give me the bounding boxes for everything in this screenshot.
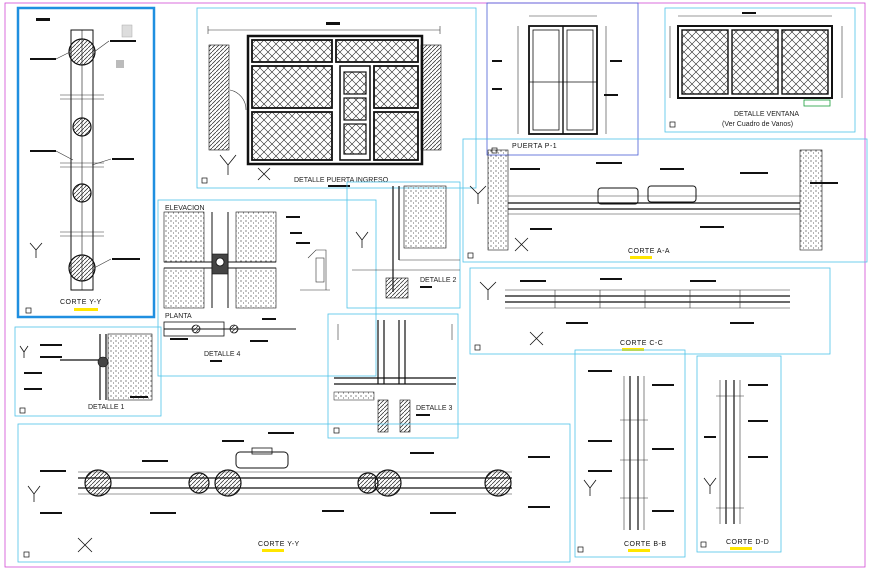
panel-frame [327, 313, 459, 439]
title-underline [628, 549, 650, 552]
panel-title: DETALLE 2 [420, 277, 457, 284]
panel-frame [16, 6, 156, 319]
panel-title: ELEVACION [165, 205, 205, 212]
panel-frame [696, 355, 782, 553]
panel-title: CORTE C-C [620, 340, 663, 347]
panel-title: DETALLE VENTANA [734, 111, 799, 118]
panel-frame [574, 349, 686, 558]
pipe-section [84, 469, 512, 497]
panel-title: DETALLE 3 [416, 405, 453, 412]
annotation-marks [30, 18, 140, 260]
panel-title: CORTE D-D [726, 539, 769, 546]
panel-title: CORTE B-B [624, 541, 667, 548]
panel-detalle-puerta-ingreso: DETALLE PUERTA INGRESO [196, 7, 477, 189]
panel-title: DETALLE 1 [88, 404, 125, 411]
panel-frame [17, 423, 571, 563]
pipe-section [68, 38, 96, 282]
title-underline [74, 308, 98, 311]
panel-title: DETALLE PUERTA INGRESO [294, 177, 389, 184]
panel-corte-a-a: CORTE A-A [462, 138, 868, 263]
panel-elevacion-planta: ELEVACION PLANTA DETALLE 4 [157, 199, 377, 377]
door-mesh-panels [251, 39, 419, 161]
window-mesh-panels [681, 29, 829, 95]
panel-corte-b-b: CORTE B-B [574, 349, 686, 558]
panel-detalle-ventana: DETALLE VENTANA (Ver Cuadro de Vanos) [664, 7, 856, 133]
panel-puerta-p1: PUERTA P-1 [486, 2, 639, 156]
panel-detalle-2: DETALLE 2 [346, 181, 461, 309]
panel-frame [664, 7, 856, 133]
panel-frame [486, 2, 639, 156]
detail-label: DETALLE 4 [204, 351, 241, 358]
panel-subtitle: PLANTA [165, 313, 192, 320]
title-underline [622, 348, 644, 351]
panel-title: CORTE Y-Y [60, 299, 102, 306]
title-underline [630, 256, 652, 259]
panel-title: CORTE A-A [628, 248, 670, 255]
panel-frame [14, 326, 162, 417]
panel-frame [346, 181, 461, 309]
panel-title: CORTE Y-Y [258, 541, 300, 548]
panel-corte-y-y-vertical: CORTE Y-Y [16, 6, 156, 319]
panel-detalle-3: DETALLE 3 [327, 313, 459, 439]
panel-frame [462, 138, 868, 263]
title-underline [262, 549, 284, 552]
panel-detalle-1: DETALLE 1 [14, 326, 162, 417]
panel-frame [157, 199, 377, 377]
panel-title: PUERTA P-1 [512, 143, 557, 150]
panel-corte-y-y-horizontal: CORTE Y-Y [17, 423, 571, 563]
panel-corte-d-d: CORTE D-D [696, 355, 782, 553]
sheet-border [4, 2, 866, 568]
panel-subtitle: (Ver Cuadro de Vanos) [722, 121, 793, 128]
panel-frame [469, 267, 831, 355]
panel-corte-c-c: CORTE C-C [469, 267, 831, 355]
title-underline [730, 547, 752, 550]
panel-frame [196, 7, 477, 189]
